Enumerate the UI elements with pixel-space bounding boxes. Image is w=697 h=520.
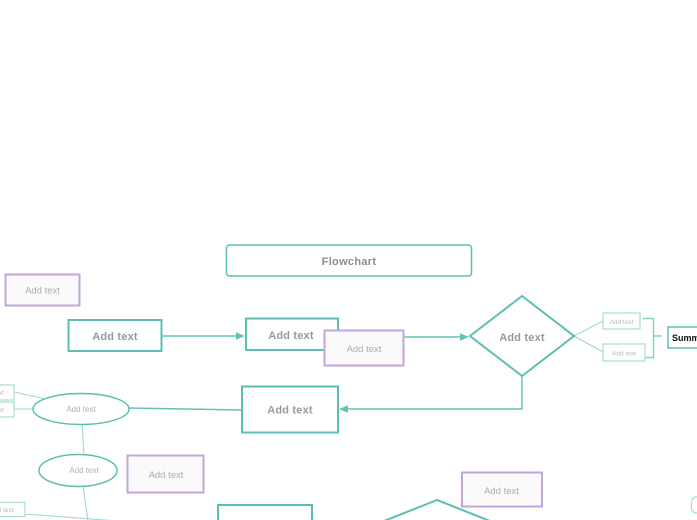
decision-diamond[interactable] [468, 294, 576, 378]
node-purple-top-left[interactable]: Add text [4, 273, 81, 307]
process-a-box[interactable] [67, 319, 163, 352]
node-small-bottom-left[interactable]: Add text [0, 501, 26, 518]
connector-ellipse2-down[interactable] [82, 485, 89, 520]
small-left-1-box[interactable] [0, 384, 15, 401]
process-c-label: Add text [267, 405, 313, 417]
small-left-1-label: Add text [0, 390, 4, 397]
node-process-c[interactable]: Add text [241, 385, 339, 434]
connector-decision-to-c[interactable] [346, 376, 523, 410]
small-right-1-box[interactable] [602, 312, 641, 330]
node-title[interactable]: Flowchart [225, 244, 473, 277]
node-right-edge-clipped[interactable] [690, 496, 697, 514]
purple-left-label: Add text [149, 470, 184, 481]
connector-ellipse1-to-c[interactable] [127, 407, 243, 411]
bottom-rect-box[interactable] [217, 504, 313, 520]
small-bottom-left-box[interactable] [0, 501, 26, 518]
bottom-diamond-shape[interactable] [374, 498, 500, 520]
node-purple-bottom[interactable]: Add text [461, 471, 543, 508]
purple-top-left-label: Add text [25, 286, 60, 297]
purple-mid-label: Add text [347, 344, 382, 355]
process-c-box[interactable] [241, 385, 339, 434]
node-small-left-1[interactable]: Add text [0, 384, 15, 401]
right-edge-box[interactable] [690, 496, 697, 514]
node-bottom-diamond[interactable] [374, 498, 500, 520]
node-purple-left[interactable]: Add text [126, 454, 205, 494]
ellipse-2-shape[interactable] [38, 453, 118, 488]
node-decision[interactable]: Add text [468, 294, 576, 378]
purple-bottom-box[interactable] [461, 471, 543, 508]
bracket-connector[interactable] [643, 317, 655, 359]
small-right-1-label: Add text [610, 319, 634, 326]
summary-label: Summary [672, 333, 697, 343]
process-b-box[interactable] [245, 317, 339, 351]
small-right-2-label: Add text [612, 351, 636, 358]
connector-decision-to-right1[interactable] [573, 320, 604, 337]
node-process-b[interactable]: Add text [245, 317, 339, 351]
connector-bottomleft-diagonal[interactable] [24, 513, 118, 520]
node-bottom-rect[interactable] [217, 504, 313, 520]
arrowhead-b-to-decision [460, 333, 469, 341]
process-b-label: Add text [268, 330, 314, 342]
node-purple-mid[interactable]: Add text [323, 329, 405, 367]
purple-top-left-box[interactable] [4, 273, 81, 307]
node-ellipse-1[interactable]: Add text [32, 392, 130, 426]
decision-label: Add text [499, 332, 545, 344]
title-box[interactable] [225, 244, 473, 277]
small-left-2-label: Add text [0, 407, 4, 414]
node-process-a[interactable]: Add text [67, 319, 163, 352]
connector-ellipse1-to-ellipse2[interactable] [81, 423, 85, 456]
ellipse-2-label: Add text [69, 466, 99, 475]
purple-bottom-label: Add text [484, 486, 519, 497]
ellipse-1-label: Add text [66, 405, 96, 414]
purple-left-box[interactable] [126, 454, 205, 494]
arrowhead-decision-to-c [339, 405, 348, 413]
node-small-right-2[interactable]: Add text [602, 343, 646, 362]
title-label: Flowchart [322, 256, 377, 268]
small-right-2-box[interactable] [602, 343, 646, 362]
small-bottom-left-label: Add text [0, 507, 14, 514]
node-ellipse-2[interactable]: Add text [38, 453, 118, 488]
ellipse-1-shape[interactable] [32, 392, 130, 426]
node-small-left-2[interactable]: Add text [0, 401, 15, 418]
arrowhead-a-to-b [236, 332, 245, 340]
node-summary[interactable]: Summary [667, 326, 697, 349]
connector-left1-to-ellipse1[interactable] [13, 391, 47, 400]
connector-decision-to-right2[interactable] [573, 335, 604, 353]
node-small-right-1[interactable]: Add text [602, 312, 641, 330]
process-a-label: Add text [92, 331, 138, 343]
small-left-2-box[interactable] [0, 401, 15, 418]
purple-mid-box[interactable] [323, 329, 405, 367]
summary-box[interactable] [667, 326, 697, 349]
